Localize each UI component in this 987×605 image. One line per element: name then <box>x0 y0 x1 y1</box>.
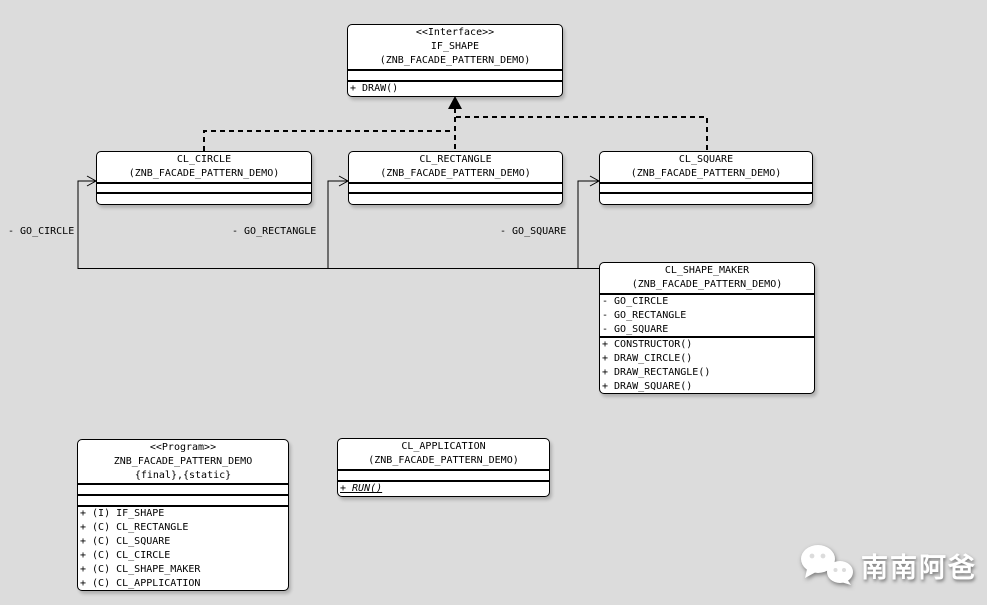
class-box-cl-square[interactable]: CL_SQUARE (ZNB_FACADE_PATTERN_DEMO) <box>599 151 813 205</box>
package-name: (ZNB_FACADE_PATTERN_DEMO) <box>379 55 531 66</box>
package-name: (ZNB_FACADE_PATTERN_DEMO) <box>631 279 783 290</box>
methods-compartment-empty <box>600 194 812 204</box>
compartment-divider <box>78 505 288 508</box>
association-label-go-rectangle: - GO_RECTANGLE <box>232 226 317 237</box>
attributes-compartment-empty <box>600 184 812 192</box>
package-name: (ZNB_FACADE_PATTERN_DEMO) <box>380 168 531 179</box>
methods-compartment: + DRAW() <box>348 82 562 96</box>
realization-arrowhead-icon <box>448 96 462 109</box>
methods-compartment: + RUN() <box>338 482 549 496</box>
member-item: + (C) CL_CIRCLE <box>80 550 171 562</box>
stereotype-label: <<Program>> <box>149 442 217 453</box>
member-item: + (C) CL_APPLICATION <box>80 578 201 590</box>
methods-compartment-empty <box>97 194 311 204</box>
compartment-divider <box>97 192 311 194</box>
compartment-divider <box>348 69 562 71</box>
compartment-divider <box>349 182 562 184</box>
attribute-item: - GO_SQUARE <box>602 323 669 335</box>
compartment-divider <box>338 469 549 471</box>
attribute-item: - GO_RECTANGLE <box>602 309 687 321</box>
attributes-compartment-empty <box>338 471 549 480</box>
attributes-compartment-empty <box>348 71 562 80</box>
package-name: (ZNB_FACADE_PATTERN_DEMO) <box>368 455 519 466</box>
association-arrowhead-rectangle-icon <box>338 175 350 187</box>
method-item: + DRAW_CIRCLE() <box>602 352 693 364</box>
association-label-go-circle: - GO_CIRCLE <box>8 226 75 237</box>
method-item: + CONSTRUCTOR() <box>602 338 693 350</box>
compartment-divider <box>600 192 812 194</box>
watermark-text: 南南阿爸 <box>861 552 977 583</box>
class-name: CL_SQUARE <box>678 154 734 165</box>
members-compartment: + (I) IF_SHAPE + (C) CL_RECTANGLE + (C) … <box>78 507 288 590</box>
attributes-compartment-empty <box>78 485 288 494</box>
method-item: + DRAW_RECTANGLE() <box>602 366 711 378</box>
wechat-icon <box>801 545 853 585</box>
association-arrowhead-circle-icon <box>86 175 98 187</box>
title-compartment: <<Program>> ZNB_FACADE_PATTERN_DEMO {fin… <box>78 440 288 483</box>
class-box-cl-shape-maker[interactable]: CL_SHAPE_MAKER (ZNB_FACADE_PATTERN_DEMO)… <box>599 262 815 394</box>
method-item: + DRAW() <box>350 83 399 94</box>
title-compartment: CL_SQUARE (ZNB_FACADE_PATTERN_DEMO) <box>600 152 812 182</box>
realization-connectors <box>203 108 708 151</box>
member-item: + (C) CL_SHAPE_MAKER <box>80 564 201 576</box>
package-name: (ZNB_FACADE_PATTERN_DEMO) <box>128 168 280 179</box>
program-box-znb-facade-pattern-demo[interactable]: <<Program>> ZNB_FACADE_PATTERN_DEMO {fin… <box>77 439 289 591</box>
title-compartment: CL_SHAPE_MAKER (ZNB_FACADE_PATTERN_DEMO) <box>600 263 814 293</box>
title-compartment: <<Interface>> IF_SHAPE (ZNB_FACADE_PATTE… <box>348 25 562 69</box>
methods-compartment: + CONSTRUCTOR() + DRAW_CIRCLE() + DRAW_R… <box>600 338 814 393</box>
association-line-square <box>577 180 599 268</box>
attributes-compartment-empty <box>349 184 562 192</box>
attributes-compartment-empty <box>97 184 311 192</box>
compartment-divider <box>338 480 549 482</box>
title-compartment: CL_CIRCLE (ZNB_FACADE_PATTERN_DEMO) <box>97 152 311 182</box>
member-item: + (C) CL_SQUARE <box>80 536 171 548</box>
program-name: ZNB_FACADE_PATTERN_DEMO <box>113 456 253 467</box>
methods-compartment-empty <box>349 194 562 204</box>
attributes-compartment: - GO_CIRCLE - GO_RECTANGLE - GO_SQUARE <box>600 295 814 336</box>
class-name: CL_RECTANGLE <box>419 154 492 165</box>
modifiers-label: {final},{static} <box>134 470 232 481</box>
watermark: 南南阿爸 <box>797 544 977 586</box>
association-label-go-square: - GO_SQUARE <box>500 226 567 237</box>
compartment-divider <box>78 483 288 486</box>
compartment-divider <box>78 494 288 497</box>
package-name: (ZNB_FACADE_PATTERN_DEMO) <box>630 168 782 179</box>
stereotype-label: <<Interface>> <box>415 27 495 38</box>
compartment-divider <box>600 335 814 338</box>
title-compartment: CL_RECTANGLE (ZNB_FACADE_PATTERN_DEMO) <box>349 152 562 182</box>
class-box-cl-application[interactable]: CL_APPLICATION (ZNB_FACADE_PATTERN_DEMO)… <box>337 438 550 497</box>
class-box-cl-circle[interactable]: CL_CIRCLE (ZNB_FACADE_PATTERN_DEMO) <box>96 151 312 205</box>
class-name: IF_SHAPE <box>430 41 480 52</box>
class-box-cl-rectangle[interactable]: CL_RECTANGLE (ZNB_FACADE_PATTERN_DEMO) <box>348 151 563 205</box>
realization-line-square <box>456 116 708 151</box>
member-item: + (C) CL_RECTANGLE <box>80 522 189 534</box>
compartment-divider <box>349 192 562 194</box>
compartment-divider <box>348 80 562 82</box>
attribute-item: - GO_CIRCLE <box>602 295 669 307</box>
member-item: + (I) IF_SHAPE <box>80 508 165 520</box>
methods-compartment-empty <box>78 496 288 505</box>
realization-line-circle <box>203 130 454 151</box>
compartment-divider <box>97 182 311 184</box>
class-name: CL_CIRCLE <box>176 154 232 165</box>
method-item: + DRAW_SQUARE() <box>602 380 693 392</box>
class-box-if-shape[interactable]: <<Interface>> IF_SHAPE (ZNB_FACADE_PATTE… <box>347 24 563 97</box>
compartment-divider <box>600 292 814 295</box>
association-arrowhead-square-icon <box>589 175 601 187</box>
class-name: CL_APPLICATION <box>401 441 486 452</box>
association-line-rectangle <box>327 180 348 268</box>
title-compartment: CL_APPLICATION (ZNB_FACADE_PATTERN_DEMO) <box>338 439 549 469</box>
method-item-run: + RUN() <box>340 483 383 494</box>
compartment-divider <box>600 182 812 184</box>
class-name: CL_SHAPE_MAKER <box>664 265 750 276</box>
